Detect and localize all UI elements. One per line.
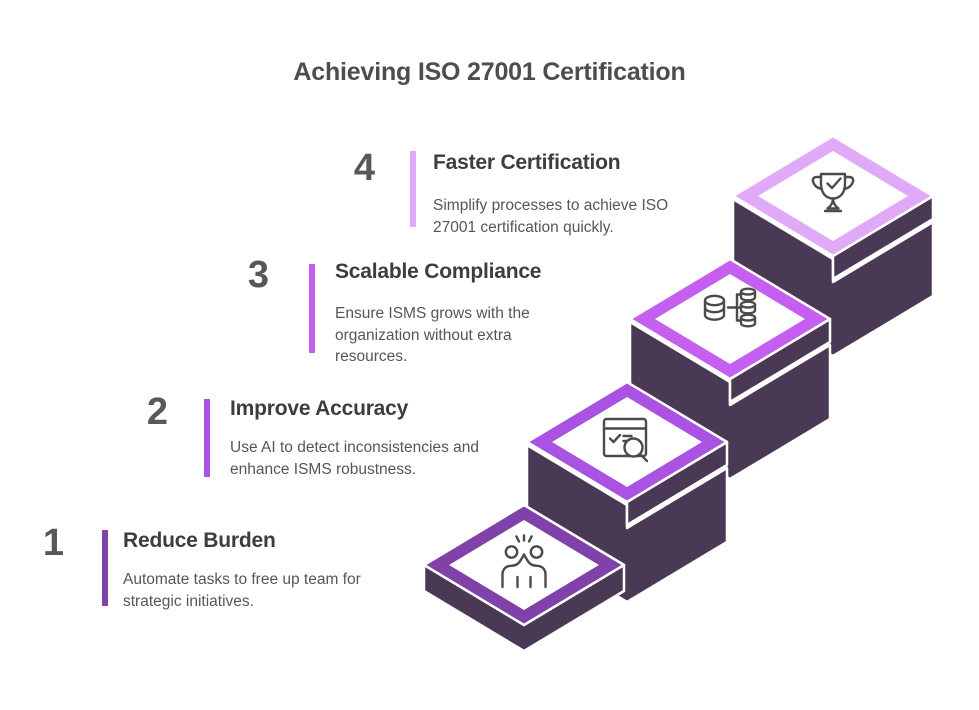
step-accent-bar: [309, 264, 315, 353]
step-title: Scalable Compliance: [335, 260, 542, 283]
database-scale-icon: [703, 287, 757, 328]
step-description: Use AI to detect inconsistencies and enh…: [230, 439, 480, 478]
step-4-diamond-face: [758, 151, 908, 241]
step-1-diamond-face: [449, 520, 599, 610]
step-accent-bar: [204, 399, 210, 477]
step-number: 2: [146, 391, 168, 433]
step-accent-bar: [410, 151, 416, 227]
step-description: Automate tasks to free up team for strat…: [123, 571, 361, 610]
step-number: 3: [247, 254, 269, 296]
step-title: Reduce Burden: [123, 529, 276, 552]
step-number: 4: [353, 147, 375, 189]
step-number: 1: [42, 522, 64, 564]
step-title: Improve Accuracy: [230, 397, 409, 420]
step-description: Simplify processes to achieve ISO 27001 …: [433, 197, 669, 236]
step-1-block: [422, 503, 626, 653]
high-five-icon: [501, 534, 547, 589]
step-title: Faster Certification: [433, 151, 621, 174]
step-description: Ensure ISMS grows with the organization …: [335, 305, 530, 365]
audit-search-icon: [602, 417, 649, 463]
trophy-check-icon: [811, 172, 855, 213]
step-3-block: [628, 257, 832, 481]
step-accent-bar: [102, 530, 108, 606]
page-title: Achieving ISO 27001 Certification: [293, 58, 686, 86]
step-3-diamond-face: [655, 274, 805, 364]
